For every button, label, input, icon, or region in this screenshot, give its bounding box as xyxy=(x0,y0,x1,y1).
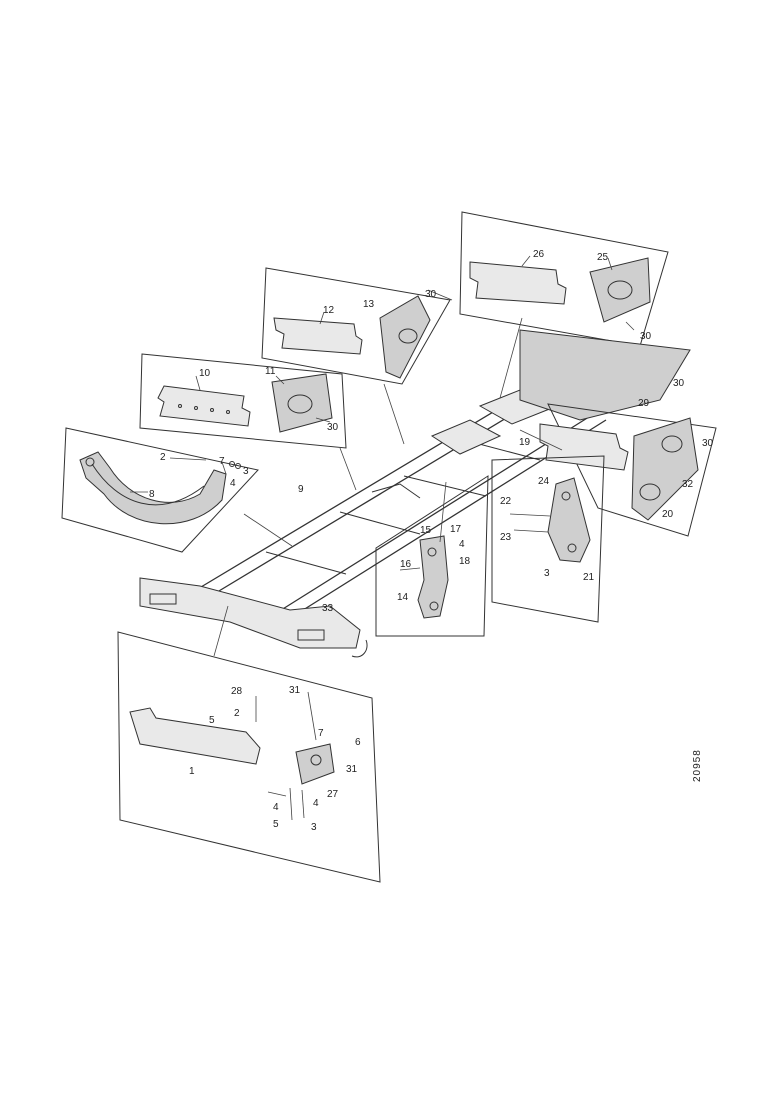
callout-7a: 7 xyxy=(219,456,225,467)
callout-22: 22 xyxy=(500,496,512,507)
callout-11: 11 xyxy=(265,366,276,377)
callout-3c: 3 xyxy=(311,822,317,833)
callout-5b: 5 xyxy=(273,819,279,830)
callout-16: 16 xyxy=(400,559,412,570)
callout-2a: 2 xyxy=(160,452,166,463)
callout-31b: 31 xyxy=(346,764,358,775)
callout-17: 17 xyxy=(450,524,462,535)
callout-30d: 30 xyxy=(673,378,685,389)
callout-30b: 30 xyxy=(425,289,437,300)
connector-lines xyxy=(213,317,563,657)
callout-9: 9 xyxy=(298,484,304,495)
callout-23: 23 xyxy=(500,532,512,543)
inset-arch-member xyxy=(61,427,259,553)
callout-24: 24 xyxy=(538,476,550,487)
main-frame xyxy=(139,329,691,658)
callout-3a: 3 xyxy=(243,466,249,477)
callout-31a: 31 xyxy=(289,685,301,696)
callout-28: 28 xyxy=(231,686,243,697)
callout-15: 15 xyxy=(420,525,432,536)
callout-19: 19 xyxy=(519,437,531,448)
callout-25: 25 xyxy=(597,252,609,263)
callout-8: 8 xyxy=(149,489,155,500)
inset-crossmember-mid xyxy=(261,267,453,385)
callout-13: 13 xyxy=(363,299,375,310)
callout-30e: 30 xyxy=(702,438,714,449)
callout-26: 26 xyxy=(533,249,545,260)
callout-27: 27 xyxy=(327,789,339,800)
callout-14: 14 xyxy=(397,592,409,603)
callout-33: 33 xyxy=(322,603,334,614)
inset-rear-bracket xyxy=(539,403,717,537)
inset-crossmember-rear xyxy=(459,211,669,347)
callout-4b: 4 xyxy=(459,539,465,550)
callout-21: 21 xyxy=(583,572,595,583)
callout-10: 10 xyxy=(199,368,211,379)
inset-front-detail xyxy=(117,631,381,883)
callout-3b: 3 xyxy=(544,568,550,579)
reference-code: 20958 xyxy=(692,749,703,782)
callout-5a: 5 xyxy=(209,715,215,726)
callout-30a: 30 xyxy=(327,422,339,433)
callout-1: 1 xyxy=(189,766,195,777)
callout-18: 18 xyxy=(459,556,471,567)
inset-crossmember-front xyxy=(139,353,347,449)
callout-20: 20 xyxy=(662,509,674,520)
callout-4c: 4 xyxy=(273,802,279,813)
inset-bracket-left xyxy=(375,475,489,637)
callout-29: 29 xyxy=(638,398,650,409)
callout-labels: 2 7 4 3 8 10 11 30 12 13 30 26 25 30 9 3… xyxy=(149,249,714,833)
callout-32: 32 xyxy=(682,479,694,490)
callout-6: 6 xyxy=(355,737,361,748)
callout-4d: 4 xyxy=(313,798,319,809)
callout-30c: 30 xyxy=(640,331,652,342)
callout-7b: 7 xyxy=(318,728,324,739)
callout-12: 12 xyxy=(323,305,335,316)
callout-4a: 4 xyxy=(230,478,236,489)
inset-bracket-right xyxy=(491,455,605,623)
callout-2b: 2 xyxy=(234,708,240,719)
